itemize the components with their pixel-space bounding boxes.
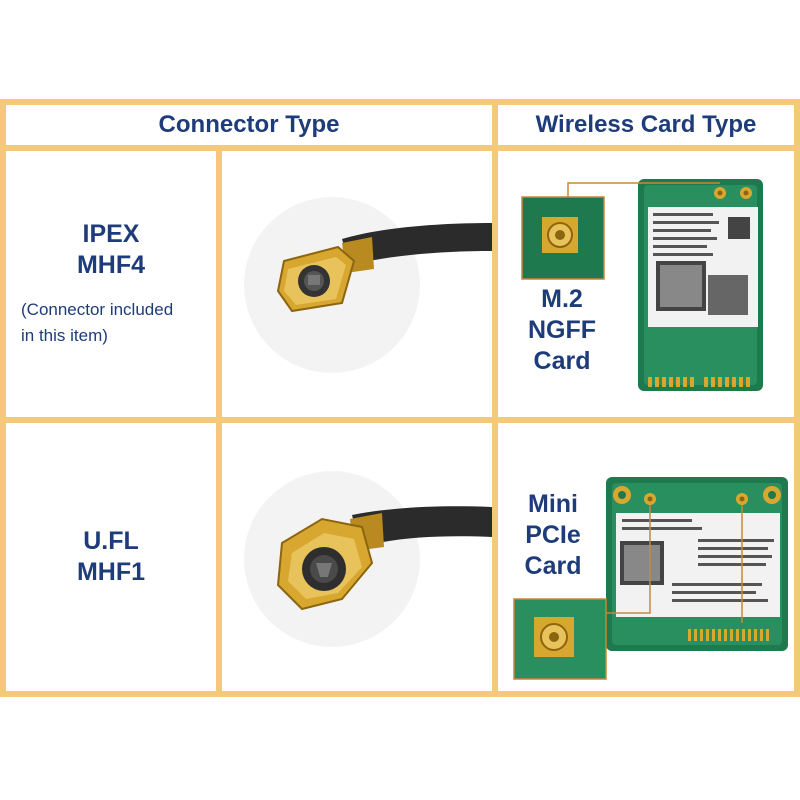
row2-connector-name-line2: MHF1 [76,558,146,586]
row1-connector-image-cell [222,151,492,417]
row1-connector-name-line2: MHF4 [76,251,146,279]
row2-card-line3: Card [524,552,582,580]
row2-connector-image-cell [222,423,492,691]
header-connector-type: Connector Type [6,105,492,145]
row1-card-line2: NGFF [527,316,597,344]
row1-card-line3: Card [533,347,591,375]
m2-ngff-card-image [521,179,763,391]
row2-connector-name-cell: U.FL MHF1 [6,423,216,691]
row2-card-name-cell: Mini PCIe Card [498,423,794,691]
mini-pcie-card-image [513,477,788,680]
row1-connector-name-cell: IPEX MHF4 (Connector included in this it… [6,151,216,417]
row1-note-line2: in this item) [21,326,108,345]
header-wireless-label: Wireless Card Type [535,111,757,138]
ufl-mhf1-connector-image [244,471,492,647]
row2-card-line1: Mini [528,490,578,518]
header-wireless-card-type: Wireless Card Type [498,105,794,145]
row2-card-line2: PCIe [525,521,581,549]
row1-card-label: M.2 NGFF Card [514,284,610,377]
comparison-table: Connector Type Wireless Card Type IPEX M… [0,99,800,697]
row2-card-label: Mini PCIe Card [510,489,596,582]
row1-card-name-cell: M.2 NGFF Card [498,151,794,417]
row1-connector-name-line1: IPEX [82,220,140,248]
header-connector-label: Connector Type [158,111,340,138]
row1-card-line1: M.2 [541,285,583,313]
row1-connector-note: (Connector included in this item) [11,297,211,349]
row2-connector-name-line1: U.FL [83,527,139,555]
ipex-mhf4-connector-image [244,197,492,373]
row1-note-line1: (Connector included [21,300,174,319]
